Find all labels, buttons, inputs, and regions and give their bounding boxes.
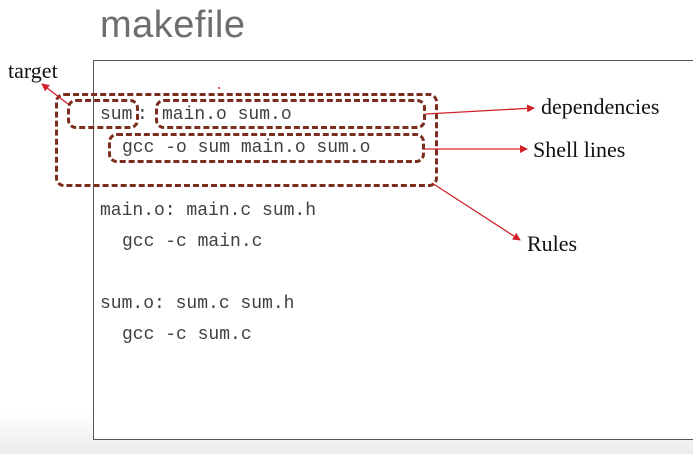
rule1-target: sum (100, 105, 133, 125)
dependencies-label: dependencies (541, 94, 660, 119)
shell-lines-label: Shell lines (533, 137, 626, 162)
rules-arrow (431, 182, 521, 241)
rule2-shell-line: gcc -c main.c (122, 232, 263, 252)
rules-box (55, 93, 438, 187)
dependencies-box (155, 99, 426, 129)
rule1-colon: : (137, 105, 148, 125)
rule3-shell-line: gcc -c sum.c (122, 325, 252, 345)
code-panel (93, 60, 693, 440)
slide-title: makefile (100, 4, 246, 46)
dependencies-arrow (425, 104, 535, 115)
target-box (67, 99, 139, 129)
rule2-header: main.o: main.c sum.h (100, 201, 317, 221)
stray-dot (218, 87, 220, 89)
target-label: target (8, 58, 58, 83)
shell-lines-box (108, 133, 425, 163)
target-arrow (41, 83, 69, 105)
rule3-header: sum.o: sum.c sum.h (100, 294, 295, 314)
rule1-shell-line: gcc -o sum main.o sum.o (122, 138, 371, 158)
rules-label: Rules (527, 231, 578, 256)
rule1-dependencies: main.o sum.o (162, 105, 292, 125)
